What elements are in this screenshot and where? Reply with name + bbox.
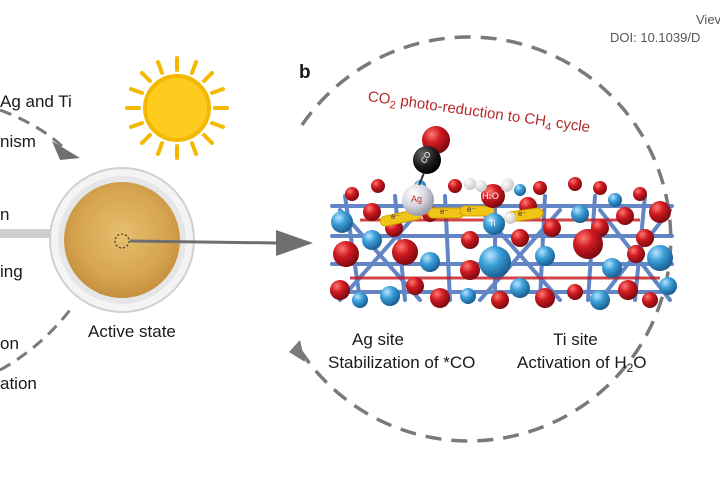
cycle-arrowhead (289, 340, 305, 362)
petri-dish-icon (49, 167, 195, 313)
left-fragment-5: on (0, 334, 19, 353)
electron-label-2: e⁻ (440, 207, 449, 216)
panel-letter: b (299, 62, 311, 83)
dish-label: Active state (88, 322, 176, 341)
left-lower-dashed-arc (0, 309, 72, 372)
view-text[interactable]: Viev (696, 12, 720, 27)
ag-site-title: Ag site (352, 330, 404, 349)
left-fragment-6: ation (0, 374, 37, 393)
ag-site-desc: Stabilization of *CO (328, 353, 476, 372)
ti-site-desc: Activation of H2O (517, 353, 647, 375)
left-upper-arrowhead (52, 141, 80, 160)
sun-icon (125, 56, 229, 160)
electron-label-3: e⁻ (467, 205, 476, 214)
ti-label: Ti (489, 219, 496, 228)
left-inlet-bar (0, 229, 60, 238)
ag-label: Ag (411, 194, 423, 204)
h2o-label: H2O (482, 191, 499, 201)
ti-site-title: Ti site (553, 330, 598, 349)
left-upper-dashed-arc (0, 108, 66, 150)
catalyst-lattice-icon (330, 126, 677, 310)
electron-label-1: e⁻ (391, 212, 400, 221)
cycle-dashed-circle (298, 35, 673, 443)
electron-label-4: e⁻ (518, 209, 527, 218)
left-fragment-4: ing (0, 262, 23, 281)
left-fragment-1: Ag and Ti (0, 92, 72, 111)
doi-text: DOI: 10.1039/D (610, 30, 701, 45)
arrow-icon (129, 230, 313, 256)
left-fragment-2: nism (0, 132, 36, 151)
left-fragment-3: n (0, 205, 10, 224)
